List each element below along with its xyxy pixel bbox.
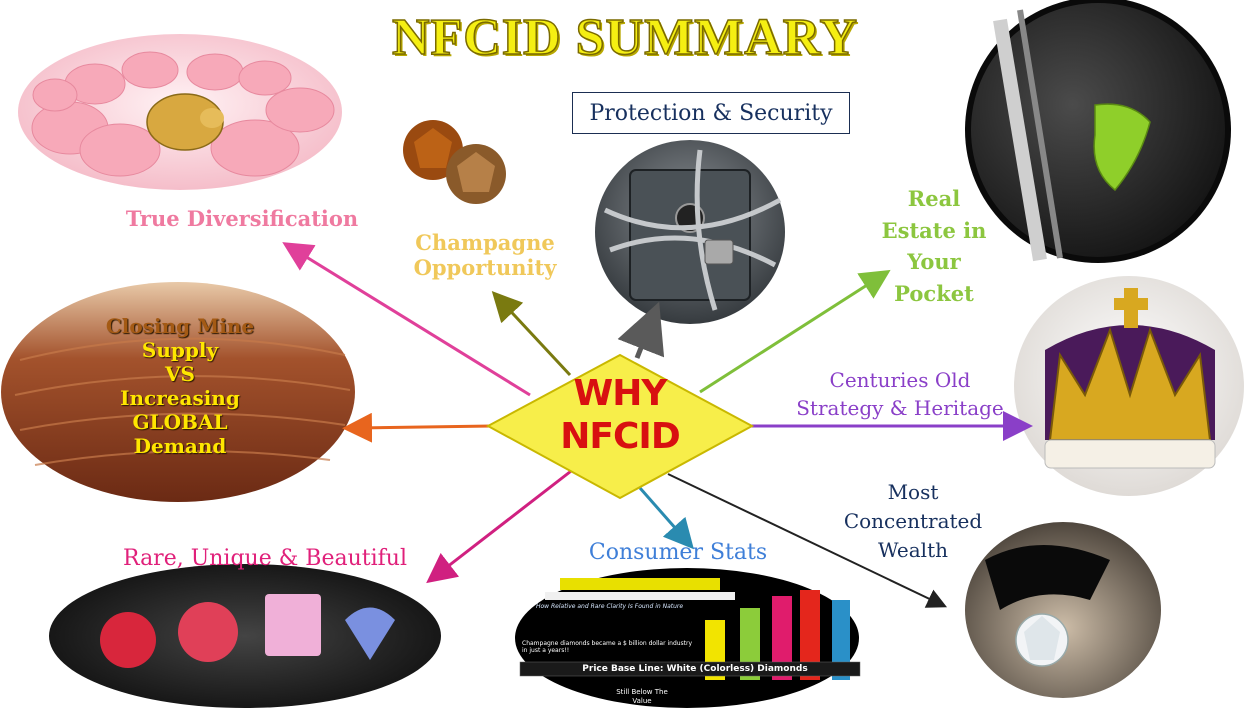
stats-still-below: Still Below The [616, 688, 668, 696]
locked-safe-image [595, 140, 785, 324]
consumer-stats-chart [515, 568, 861, 708]
label-mine-line2: Supply [141, 338, 219, 362]
arrow-protection [617, 301, 665, 359]
label-real-estate-line3: Your [907, 249, 961, 274]
label-centuries-heritage: Centuries Old Strategy & Heritage [780, 366, 1020, 422]
gold-piggy-bank [146, 93, 224, 151]
arrow-real-estate [699, 269, 891, 394]
label-protection-security: Protection & Security [572, 92, 850, 134]
page-title: NFCID SUMMARY [391, 8, 859, 67]
open-pit-mine-image [1, 282, 355, 502]
hand-diamond-image [965, 522, 1161, 698]
label-mine-line4: Increasing [120, 386, 240, 410]
label-real-estate-line4: Pocket [894, 280, 974, 306]
label-mine-line1: Closing Mine [105, 314, 255, 338]
arrow-consumer-stats [638, 487, 694, 550]
label-true-diversification: True Diversification [125, 206, 359, 231]
label-champagne-line2: Opportunity [413, 254, 557, 280]
center-label: WHY NFCID [555, 372, 685, 458]
label-consumer-stats: Consumer Stats [588, 540, 768, 565]
stats-base-line: Price Base Line: White (Colorless) Diamo… [582, 664, 808, 674]
center-label-why: WHY [573, 373, 668, 414]
arrow-true-diversification [282, 242, 531, 397]
label-most-concentrated-wealth: Most Concentrated Wealth [828, 478, 998, 565]
stats-headline: How Relative and Rare Clarity Is Found i… [536, 603, 684, 610]
label-mine-line5: GLOBAL [132, 410, 228, 434]
suit-pocket-image [965, 0, 1231, 263]
label-rare-unique-beautiful: Rare, Unique & Beautiful [123, 546, 407, 571]
arrow-most-concentrated [667, 473, 948, 608]
arrow-champagne [491, 291, 572, 377]
label-centuries-line1: Centuries Old [829, 368, 971, 392]
arrow-rare-unique [426, 466, 576, 584]
colored-diamonds-image [49, 564, 441, 708]
center-diamond [485, 353, 755, 500]
label-mine-supply: Closing Mine Supply VS Increasing GLOBAL… [60, 314, 300, 458]
stats-note: Champagne diamonds became a $ billion do… [522, 640, 693, 654]
label-most-line1: Most [887, 480, 939, 504]
label-mine-line3: VS [165, 362, 195, 386]
label-most-line2: Concentrated [843, 509, 983, 533]
label-centuries-line2: Strategy & Heritage [796, 396, 1004, 420]
green-leaf [1093, 103, 1151, 192]
label-real-estate-line1: Real [907, 186, 961, 211]
label-most-line3: Wealth [878, 538, 948, 562]
label-champagne-line1: Champagne [415, 230, 555, 255]
label-real-estate-line2: Estate in [881, 217, 987, 243]
center-label-nfcid: NFCID [560, 416, 680, 458]
arrow-mine-supply [342, 412, 493, 443]
label-mine-line6: Demand [133, 434, 227, 458]
stats-value: Value [632, 697, 652, 705]
label-champagne-opportunity: Champagne Opportunity [405, 230, 565, 281]
champagne-diamonds-image [403, 120, 506, 204]
piggy-banks-image [18, 34, 342, 190]
crown-image [1014, 276, 1244, 496]
label-real-estate: Real Estate in Your Pocket [860, 183, 1008, 309]
